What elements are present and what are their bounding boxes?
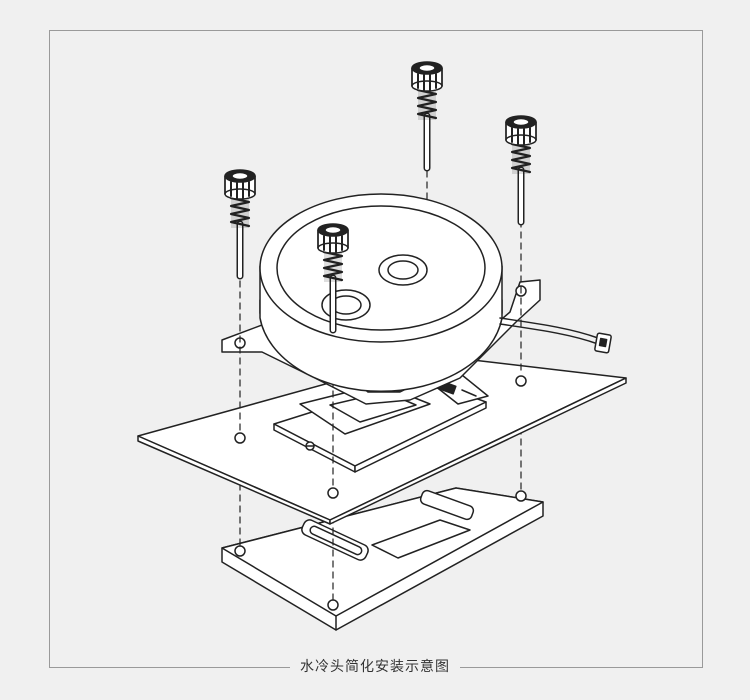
- backplate-hole-front-left: [234, 545, 246, 557]
- spring-screw-right: [506, 116, 536, 222]
- spring-screw-left: [225, 170, 255, 276]
- pcb-hole-right: [515, 375, 527, 387]
- spring-screw-back: [412, 62, 442, 168]
- caption-text: 水冷头简化安装示意图: [290, 659, 460, 675]
- pcb-hole-left: [234, 432, 246, 444]
- backplate-hole-front: [327, 599, 339, 611]
- backplate: [221, 487, 544, 631]
- pcb-hole-front: [327, 487, 339, 499]
- water-block: [259, 193, 612, 392]
- diagram-caption: 水冷头简化安装示意图: [0, 656, 750, 678]
- backplate-hole-right: [515, 490, 527, 502]
